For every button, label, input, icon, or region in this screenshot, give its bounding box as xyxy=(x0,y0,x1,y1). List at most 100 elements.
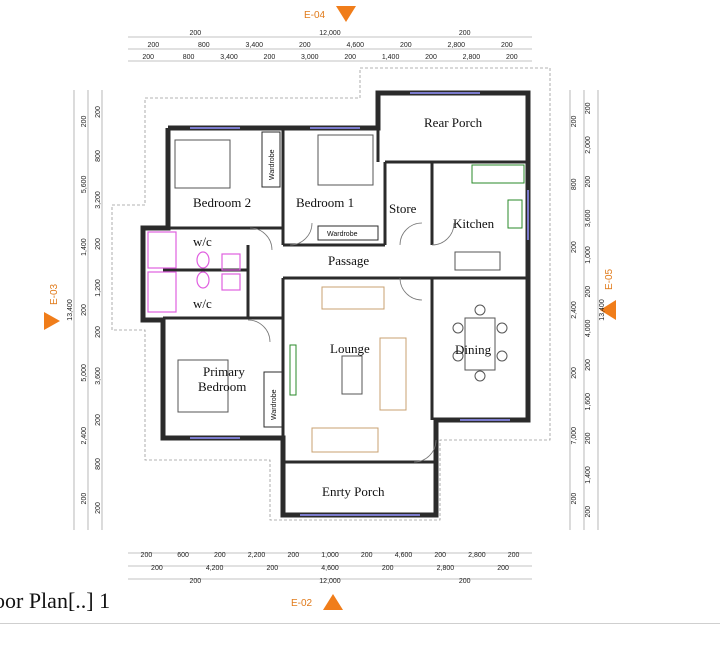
dims-left-outer: 13,400 xyxy=(67,299,74,321)
dimension-value: 3,400 xyxy=(220,54,238,61)
dimension-value: 3,000 xyxy=(301,54,319,61)
dimension-value: 2,400 xyxy=(81,427,88,445)
dimension-value: 200 xyxy=(571,493,578,505)
coffee-table xyxy=(341,355,363,395)
bed-primary xyxy=(177,359,229,413)
dimension-value: 200 xyxy=(497,565,509,572)
furniture xyxy=(174,134,525,453)
dimension-value: 200 xyxy=(95,502,102,514)
dimension-value: 200 xyxy=(585,359,592,371)
dimension-value: 200 xyxy=(585,506,592,518)
sanitary-fixtures xyxy=(147,231,241,313)
room-label-kitchen: Kitchen xyxy=(453,216,495,231)
elevation-marker-bottom: E-02 xyxy=(291,594,343,610)
dimension-value: 200 xyxy=(508,552,520,559)
dining-chair xyxy=(452,350,464,362)
dining-chair xyxy=(474,304,486,316)
dimension-value: 200 xyxy=(81,304,88,316)
bed-bedroom2 xyxy=(174,139,231,189)
roof-outline xyxy=(111,67,551,521)
stove xyxy=(507,199,523,229)
dimension-value: 200 xyxy=(95,106,102,118)
wardrobes xyxy=(261,131,379,428)
sofa-top xyxy=(321,286,385,310)
dimension-value: 200 xyxy=(214,552,226,559)
room-label-bedroom2: Bedroom 2 xyxy=(193,195,251,210)
dimension-value: 200 xyxy=(585,286,592,298)
dimension-value: 200 xyxy=(400,42,412,49)
dimension-value: 200 xyxy=(501,42,513,49)
dimension-value: 200 xyxy=(189,30,201,37)
dimension-value: 3,200 xyxy=(95,191,102,209)
dimension-value: 200 xyxy=(459,578,471,585)
wardrobe-bed1-label: Wardrobe xyxy=(327,231,358,238)
dining-table xyxy=(464,317,496,371)
dimension-value: 1,200 xyxy=(95,279,102,297)
dimension-value: 200 xyxy=(382,565,394,572)
dimension-value: 1,400 xyxy=(382,54,400,61)
dimension-value: 12,000 xyxy=(319,578,341,585)
dining-chair xyxy=(496,322,508,334)
dimension-value: 3,400 xyxy=(246,42,264,49)
room-label-passage: Passage xyxy=(328,253,369,268)
dimension-value: 1,400 xyxy=(585,466,592,484)
dimension-value: 200 xyxy=(189,578,201,585)
windows xyxy=(190,92,529,516)
room-label-dining: Dining xyxy=(455,342,492,357)
sofa-bottom xyxy=(311,427,379,453)
dimension-value: 200 xyxy=(81,115,88,127)
room-label-wc-top: w/c xyxy=(193,234,212,249)
room-label-rear-porch: Rear Porch xyxy=(424,115,483,130)
interior-walls xyxy=(163,128,528,464)
dimension-value: 200 xyxy=(95,414,102,426)
dimension-value: 1,000 xyxy=(321,552,339,559)
divider xyxy=(0,623,720,624)
dimension-value: 2,000 xyxy=(585,136,592,154)
dimension-value: 200 xyxy=(266,565,278,572)
dimension-value: 200 xyxy=(151,565,163,572)
dimension-value: 800 xyxy=(571,178,578,190)
dimension-value: 200 xyxy=(287,552,299,559)
dimension-value: 200 xyxy=(95,238,102,250)
dimension-value: 2,800 xyxy=(463,54,481,61)
dimension-value: 200 xyxy=(571,241,578,253)
dimension-value: 3,600 xyxy=(585,209,592,227)
dimension-value: 800 xyxy=(198,42,210,49)
elevation-label-right: E-05 xyxy=(604,268,615,290)
dims-right-outer: 13,400 xyxy=(599,299,606,321)
elevation-marker-top: E-04 xyxy=(304,6,356,22)
dimension-value: 3,600 xyxy=(95,367,102,385)
room-label-primary-2: Bedroom xyxy=(198,379,246,394)
dimension-value: 4,600 xyxy=(347,42,365,49)
room-label-bedroom1: Bedroom 1 xyxy=(296,195,354,210)
dining-chair xyxy=(496,350,508,362)
bed-bedroom1 xyxy=(317,134,374,186)
dimension-value: 200 xyxy=(459,30,471,37)
dimension-value: 200 xyxy=(585,176,592,188)
drawing-caption: oor Plan[..] 1 xyxy=(0,588,111,613)
dimension-value: 2,800 xyxy=(437,565,455,572)
dimension-value: 200 xyxy=(434,552,446,559)
dimension-value: 800 xyxy=(95,458,102,470)
dimension-value: 200 xyxy=(571,115,578,127)
dimension-value: 200 xyxy=(81,493,88,505)
dimension-value: 200 xyxy=(425,54,437,61)
dimension-value: 7,000 xyxy=(571,427,578,445)
dimension-value: 1,000 xyxy=(585,246,592,264)
dimension-value: 13,400 xyxy=(67,299,74,321)
dimension-value: 4,000 xyxy=(585,319,592,337)
dimension-value: 600 xyxy=(177,552,189,559)
wardrobe-bed2-label: Wardrobe xyxy=(269,149,276,180)
dimension-value: 2,200 xyxy=(248,552,266,559)
elevation-marker-left: E-03 xyxy=(44,283,60,330)
dining-chair xyxy=(474,370,486,382)
dimension-value: 200 xyxy=(141,552,153,559)
